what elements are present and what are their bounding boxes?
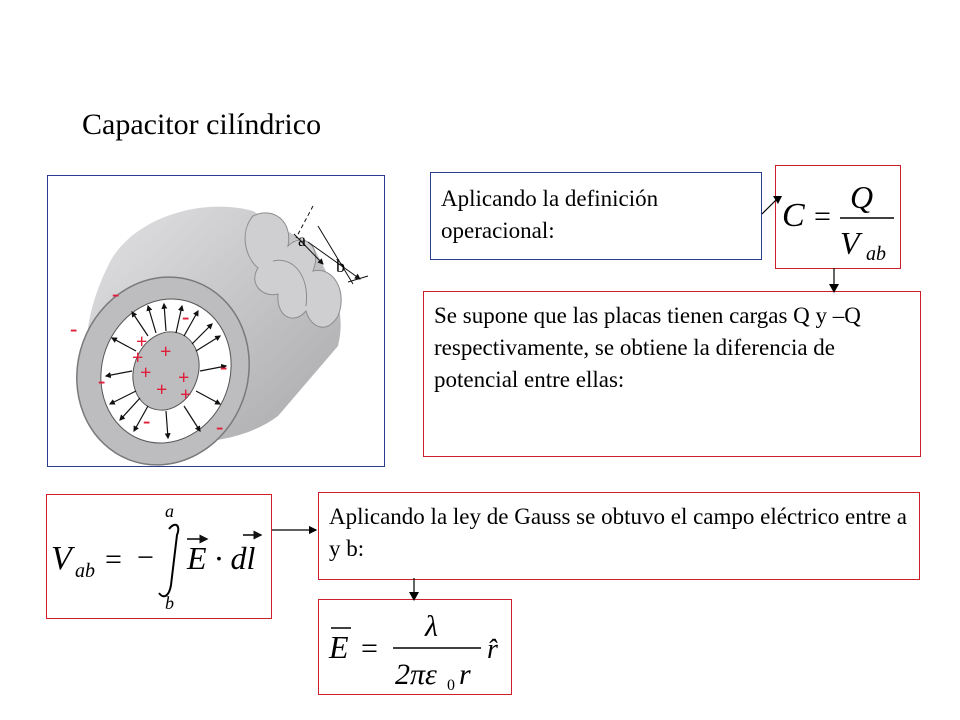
connector-arrow (829, 268, 839, 293)
svg-text:-: - (220, 354, 227, 379)
svg-text:+: + (160, 341, 171, 363)
gauss-text: Aplicando la ley de Gauss se obtuvo el c… (329, 504, 907, 561)
svg-text:+: + (178, 367, 189, 389)
label-a: a (298, 230, 306, 250)
svg-text:V: V (840, 225, 863, 261)
assumption-text-box: Se supone que las placas tienen cargas Q… (423, 291, 921, 457)
svg-text:−: − (137, 541, 154, 574)
capacitor-illustration: + + + + + + + - - - - - - - a b (47, 175, 385, 467)
svg-text:r: r (459, 658, 471, 691)
svg-text:0: 0 (447, 677, 455, 694)
svg-text:=: = (105, 543, 122, 576)
svg-text:λ: λ (424, 610, 438, 643)
field-formula: E = λ 2πε 0 r r̂ (328, 610, 498, 694)
svg-text:-: - (112, 281, 119, 306)
assumption-text: Se supone que las placas tienen cargas Q… (434, 303, 861, 392)
potential-formula: V ab = − a b E · dl (51, 501, 263, 613)
capacitance-formula-box: C = Q V ab (775, 165, 901, 269)
svg-text:+: + (156, 379, 167, 401)
connector-arrow (272, 525, 318, 535)
capacitance-formula: C = Q V ab (782, 179, 894, 265)
svg-text:Q: Q (850, 179, 873, 215)
positive-charges: + + + + + + + (132, 331, 191, 406)
svg-text:C: C (782, 197, 805, 234)
connector-arrow (409, 578, 419, 601)
gauss-text-box: Aplicando la ley de Gauss se obtuvo el c… (318, 492, 920, 580)
svg-text:a: a (165, 501, 174, 521)
svg-text:-: - (70, 316, 77, 341)
svg-text:+: + (136, 331, 147, 353)
svg-text:2πε: 2πε (395, 658, 437, 691)
cylinder-drawing: + + + + + + + - - - - - - - a b (70, 205, 369, 466)
negative-charges: - - - - - - - (70, 281, 227, 439)
svg-text:E: E (328, 629, 349, 665)
svg-text:=: = (361, 632, 378, 665)
field-arrows (104, 302, 228, 440)
definition-text: Aplicando la definición operacional: (441, 186, 659, 243)
field-formula-box: E = λ 2πε 0 r r̂ (318, 599, 512, 695)
svg-text:-: - (98, 368, 105, 393)
svg-text:-: - (182, 304, 189, 329)
definition-text-box: Aplicando la definición operacional: (430, 172, 762, 260)
svg-text:b: b (165, 593, 174, 613)
svg-text:=: = (814, 200, 831, 233)
svg-text:-: - (216, 414, 223, 439)
svg-text:+: + (180, 384, 191, 406)
svg-text:E · dl: E · dl (186, 540, 256, 576)
svg-text:r̂: r̂ (487, 634, 498, 665)
svg-text:+: + (140, 362, 151, 384)
svg-text:-: - (143, 408, 150, 433)
dimension-markers (293, 205, 369, 285)
svg-text:ab: ab (866, 243, 886, 265)
svg-text:V: V (51, 540, 76, 577)
label-b: b (336, 256, 345, 276)
svg-text:ab: ab (75, 560, 95, 582)
connector-arrow (761, 196, 782, 215)
potential-formula-box: V ab = − a b E · dl (46, 494, 272, 619)
page-title: Capacitor cilíndrico (82, 108, 322, 141)
svg-text:+: + (132, 347, 143, 369)
